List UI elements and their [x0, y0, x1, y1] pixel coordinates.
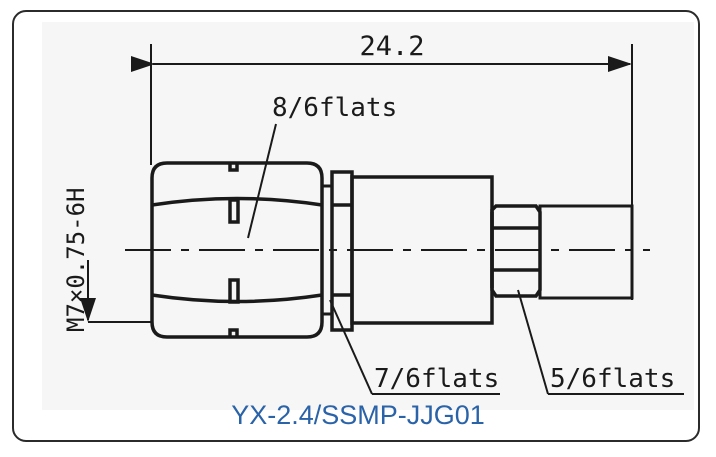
flats-leaders: [247, 123, 684, 395]
middle-hex-flats-label: 7/6flats: [374, 364, 499, 394]
part-number-caption: YX-2.4/SSMP-JJG01: [231, 400, 485, 430]
length-dimension: [131, 44, 633, 300]
length-value: 24.2: [359, 31, 424, 62]
right-hex-flats: [490, 204, 542, 298]
right-pin: [538, 204, 634, 300]
thread-spec: M7×0.75-6H: [62, 188, 90, 333]
left-hex-nut: [150, 161, 324, 339]
right-hex-flats-label: 5/6flats: [550, 364, 675, 394]
thread-leader: [80, 260, 152, 323]
left-hex-flats-label: 8/6flats: [272, 93, 397, 123]
